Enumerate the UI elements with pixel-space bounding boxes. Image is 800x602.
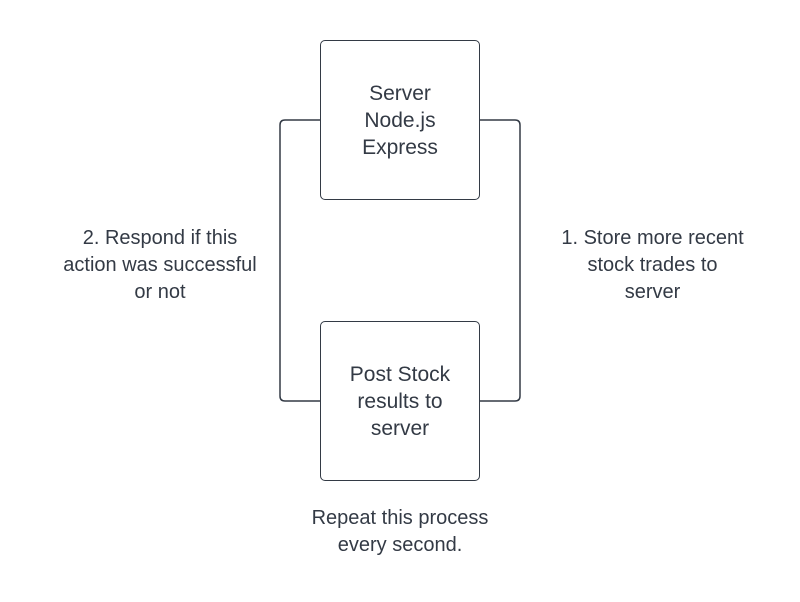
post-stock-node[interactable]: Post Stock results to server: [320, 321, 480, 481]
connector-left: [279, 119, 320, 402]
edge-label-respond: 2. Respond if this action was successful…: [40, 225, 280, 306]
server-node-line-1: Server: [369, 81, 431, 105]
footer-note-line-2: every second.: [337, 534, 463, 556]
edge-label-store: 1. Store more recent stock trades to ser…: [520, 225, 785, 306]
edge-label-respond-line-3: or not: [134, 281, 186, 303]
server-node-line-3: Express: [362, 135, 438, 159]
edge-label-respond-line-1: 2. Respond if this: [82, 227, 238, 249]
edge-label-store-line-3: server: [624, 281, 681, 303]
server-node-line-2: Node.js: [364, 108, 436, 132]
post-stock-node-line-1: Post Stock: [349, 362, 451, 386]
edge-label-store-line-1: 1. Store more recent: [561, 227, 744, 249]
footer-note: Repeat this process every second.: [260, 505, 540, 559]
edge-label-store-line-2: stock trades to: [587, 254, 718, 276]
edge-label-respond-line-2: action was successful: [63, 254, 257, 276]
post-stock-node-line-2: results to: [357, 389, 443, 413]
footer-note-line-1: Repeat this process: [311, 507, 489, 529]
server-node[interactable]: Server Node.js Express: [320, 40, 480, 200]
post-stock-node-line-3: server: [370, 416, 430, 440]
connector-right: [480, 119, 521, 402]
